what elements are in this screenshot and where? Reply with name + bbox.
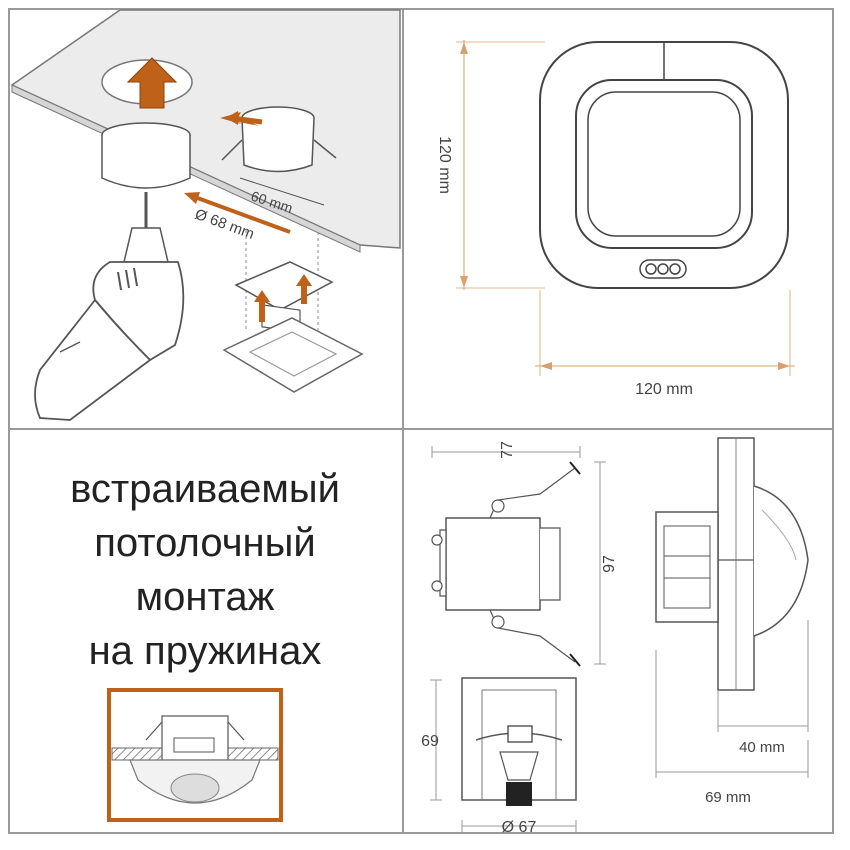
lens-tip [506, 782, 532, 806]
caption-line-2: потолочный [94, 521, 316, 565]
box-clamps [221, 139, 337, 161]
height-label: 120 mm [436, 136, 453, 194]
drill-handle [34, 298, 152, 421]
width-label: 120 mm [635, 381, 693, 398]
mounting-caption: встраиваемый потолочный монтаж на пружин… [20, 462, 390, 678]
side-dome [753, 485, 809, 637]
hole-saw-body [101, 135, 191, 189]
outer-frame [8, 8, 834, 834]
depth-label: 69 [421, 733, 439, 750]
module-top-view [445, 517, 541, 611]
up-arrow [126, 57, 178, 109]
lens-inner [587, 91, 741, 237]
horizontal-divider [8, 428, 834, 430]
caption-line-3: монтаж [135, 575, 275, 619]
side-depth-label: 40 mm [739, 739, 785, 756]
body-height-label: 97 [601, 555, 618, 573]
total-depth-label: 69 mm [705, 789, 751, 806]
diameter-label: Ø 67 [502, 819, 537, 836]
vertical-divider [402, 8, 404, 834]
mounting-box-body [241, 117, 315, 173]
diameter-arrow [191, 194, 291, 234]
caption-line-1: встраиваемый [70, 467, 340, 511]
inset-springs [145, 721, 245, 741]
top-width-label: 77 [499, 441, 516, 459]
caption-line-4: на пружинах [88, 629, 322, 673]
